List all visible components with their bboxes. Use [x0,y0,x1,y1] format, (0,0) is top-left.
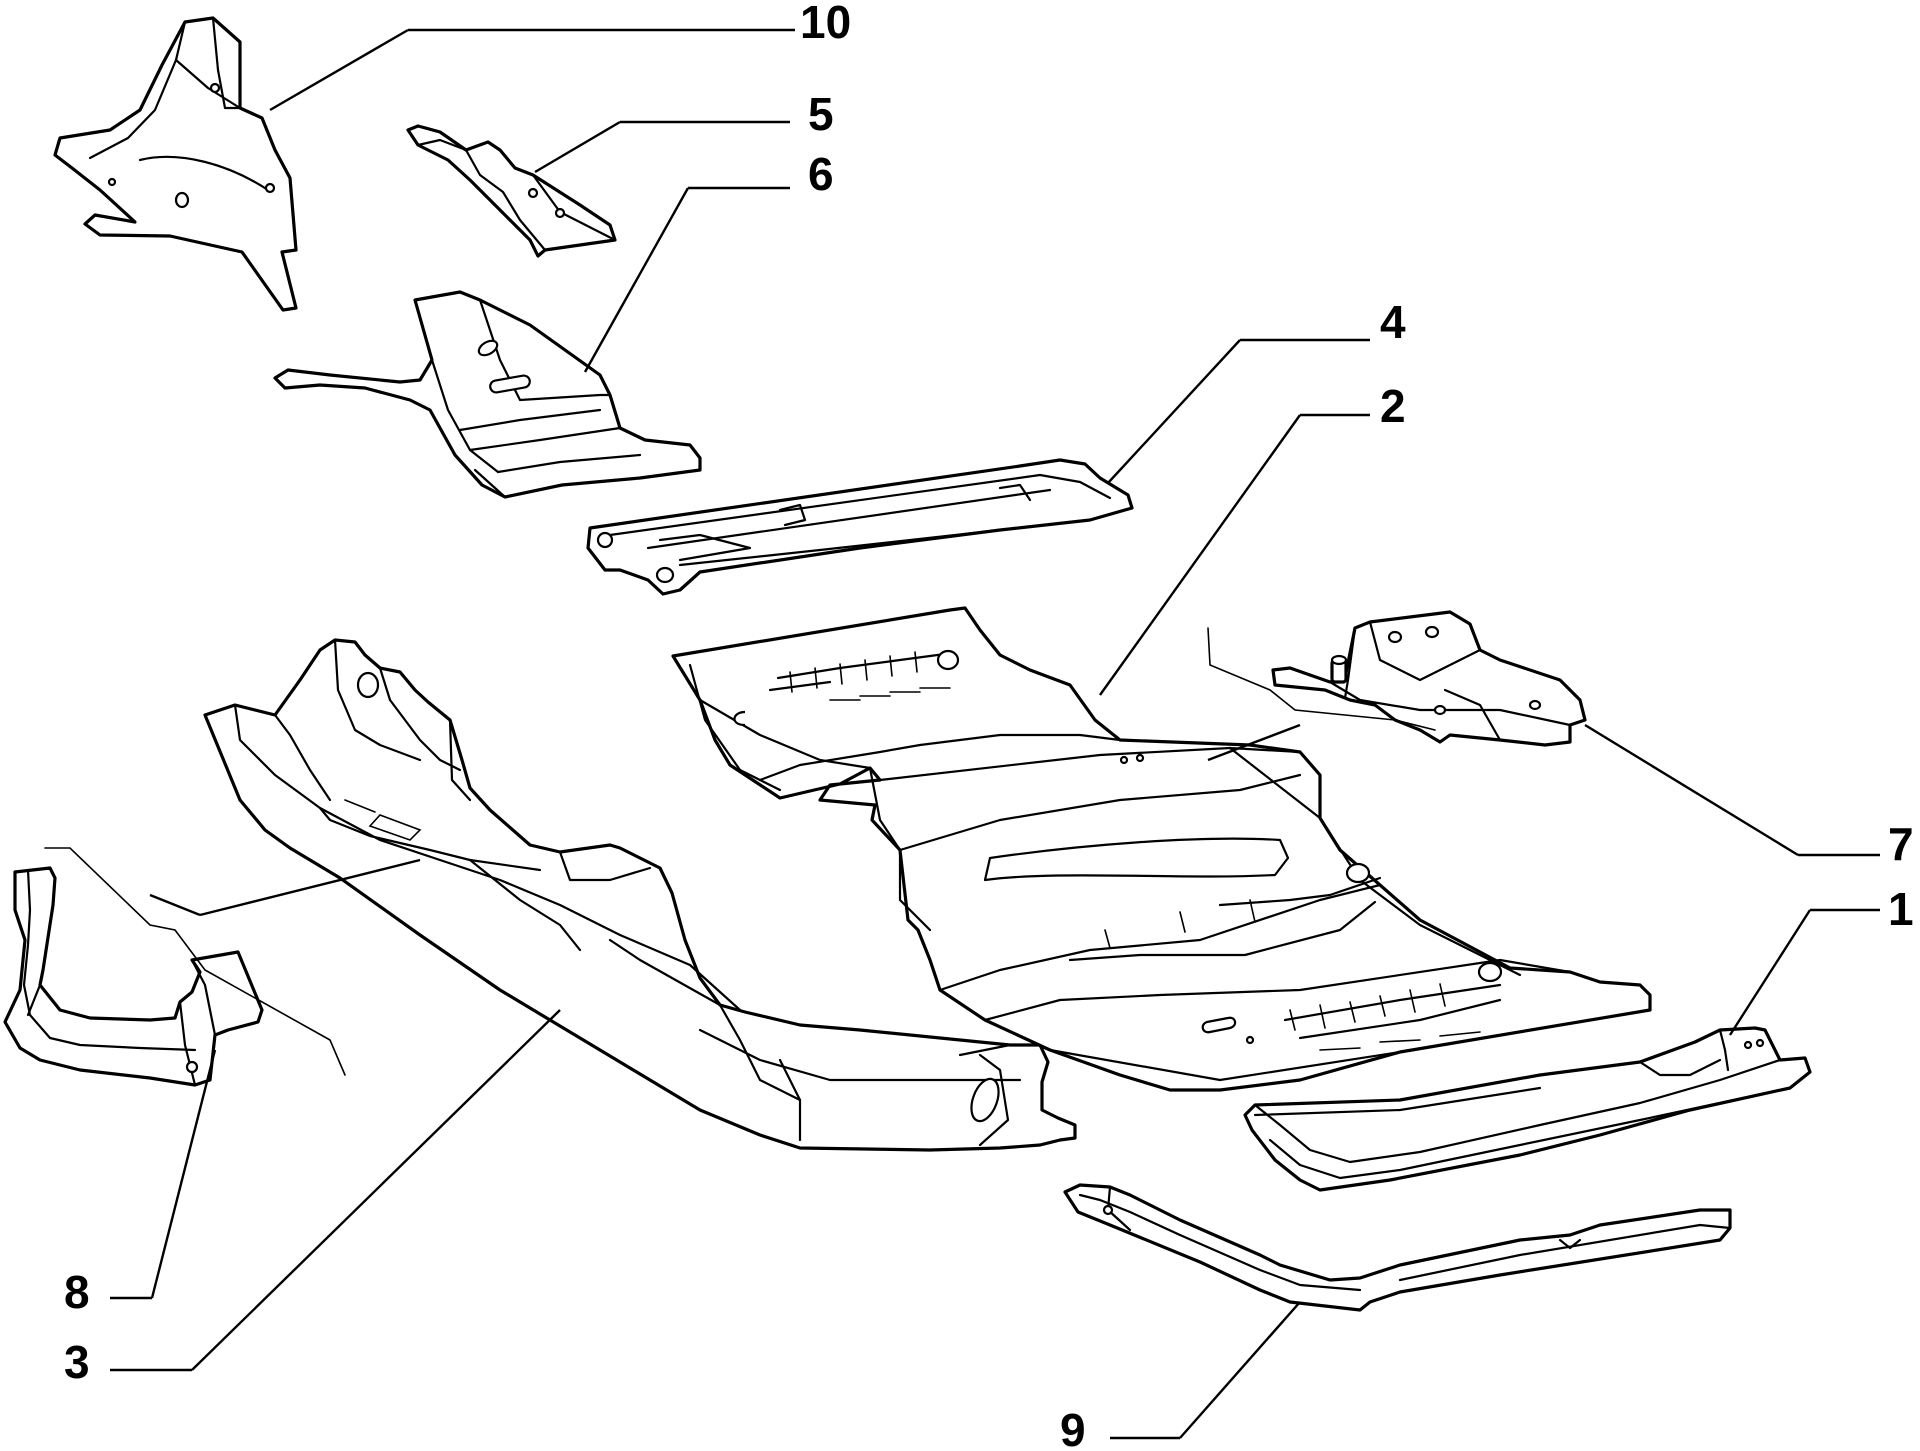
callout-9: 9 [1060,1404,1086,1451]
callout-6: 6 [808,148,834,200]
callout-4: 4 [1380,296,1406,348]
callout-5: 5 [808,88,834,140]
callout-labels: 10 5 6 4 2 7 1 8 3 9 [64,0,1914,1451]
leader-5 [534,120,621,174]
leader-10 [269,28,409,112]
part-5-bracket [406,124,617,258]
leader-8 [150,1049,217,1299]
part-2-floor-pan [671,606,1652,1092]
callout-10: 10 [800,0,851,48]
callout-3: 3 [64,1336,90,1388]
callout-2: 2 [1380,380,1406,432]
callout-7: 7 [1888,818,1914,870]
leader-4 [1107,339,1241,484]
part-10-bracket [53,16,298,312]
callout-8: 8 [64,1266,90,1318]
part-7-bracket [1271,610,1587,747]
part-4-crossmember [586,458,1134,596]
part-8-bracket [3,866,264,1087]
part-3-floor-tunnel [203,638,1077,1152]
leader-2 [1099,414,1301,696]
leader-1 [1728,909,1812,1036]
leader-7 [1584,723,1799,857]
leader-2b [1207,723,1301,762]
leader-lines [110,28,1880,1440]
leader-9 [1179,1301,1301,1439]
part-1-sill [1243,1026,1812,1192]
callout-1: 1 [1888,883,1914,935]
leader-3 [191,1009,561,1371]
leader-3b [199,858,421,917]
part-6-bracket [273,290,702,499]
leader-6 [583,187,690,373]
part-9-sill [1063,1183,1732,1312]
reference-lines [44,627,1436,1076]
